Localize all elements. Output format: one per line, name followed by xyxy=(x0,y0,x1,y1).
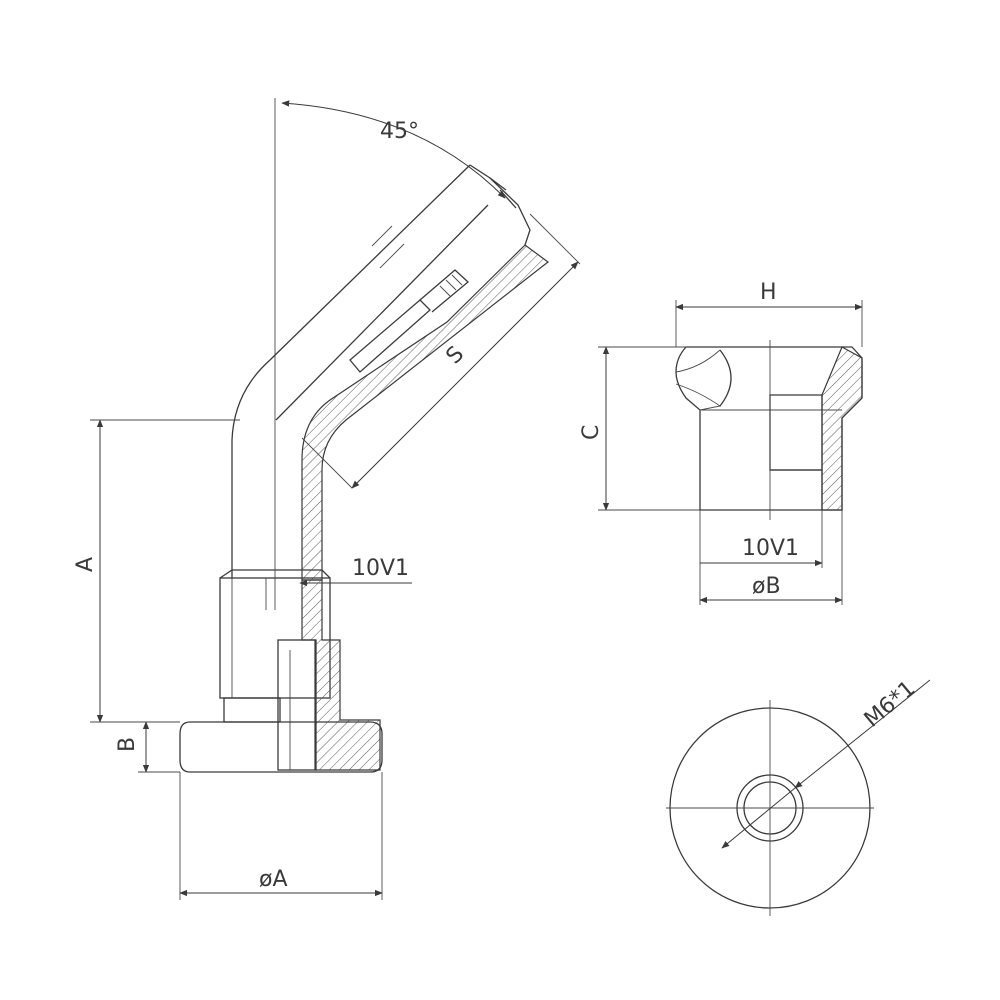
b-label: B xyxy=(115,737,140,752)
hex-curve xyxy=(719,349,732,407)
stem-detail-lines xyxy=(371,225,405,269)
stem-left-contour xyxy=(231,164,471,578)
a-label: A xyxy=(73,557,98,572)
c-label: C xyxy=(579,425,604,440)
angle-label: 45° xyxy=(380,119,419,144)
cap-section-view: H C 10V1 øB xyxy=(579,280,863,605)
angle-arc xyxy=(281,100,506,199)
body-neck xyxy=(223,697,281,723)
cap-hatched-wall xyxy=(821,346,863,511)
cap-thread-step xyxy=(770,469,823,510)
base-flange xyxy=(179,721,383,773)
thread-cap-label: 10V1 xyxy=(742,536,799,561)
m6-label: M6*1 xyxy=(860,676,920,732)
valve-head-detail xyxy=(489,177,517,209)
s-label: S xyxy=(442,342,470,370)
thread-main-label: 10V1 xyxy=(352,556,409,581)
spring-coils xyxy=(439,274,463,297)
s-extension-line-upper xyxy=(529,213,581,265)
bottom-view: M6*1 xyxy=(666,676,931,916)
s-extension-line-lower xyxy=(301,437,353,489)
body-inner-bore xyxy=(277,639,317,771)
valve-side-view: S 10V1 A B øA 45° xyxy=(73,98,581,900)
m6-leader-outer xyxy=(794,679,931,789)
m6-leader-inner xyxy=(721,787,796,849)
s-dimension-line xyxy=(351,261,579,489)
body-hatched-section xyxy=(301,579,381,771)
h-label: H xyxy=(760,280,777,305)
hex-facets xyxy=(675,349,722,411)
dia-a-label: øA xyxy=(259,867,288,892)
cap-inner-cavity xyxy=(769,394,823,471)
valve-core-spring xyxy=(419,269,469,313)
valve-head-outline xyxy=(469,164,531,246)
dia-b-label: øB xyxy=(752,574,781,599)
thread-chamfer xyxy=(219,569,331,579)
